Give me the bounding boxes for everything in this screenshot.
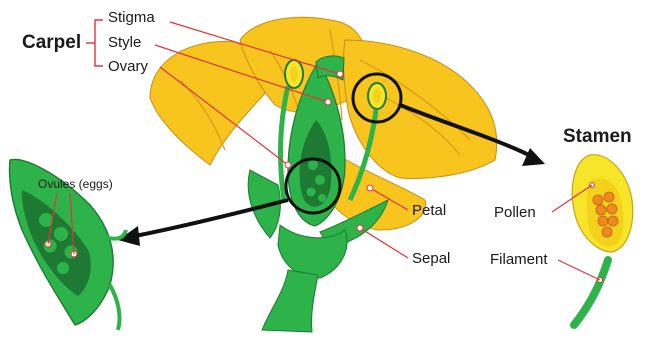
carpel-bracket <box>86 20 103 66</box>
stamen-heading: Stamen <box>563 126 632 148</box>
stamen-detail-drawing <box>572 155 632 325</box>
carpel-heading: Carpel <box>22 32 81 54</box>
stigma-label: Stigma <box>108 9 155 27</box>
sepal-label: Sepal <box>412 250 450 268</box>
filament-label: Filament <box>490 251 548 269</box>
style-label: Style <box>108 34 141 52</box>
pollen-label: Pollen <box>494 204 536 222</box>
stamen-arrow-head <box>522 148 545 166</box>
petal-label: Petal <box>412 202 446 220</box>
ovules-label: Ovules (eggs) <box>38 177 113 191</box>
ovary-label: Ovary <box>108 58 148 76</box>
